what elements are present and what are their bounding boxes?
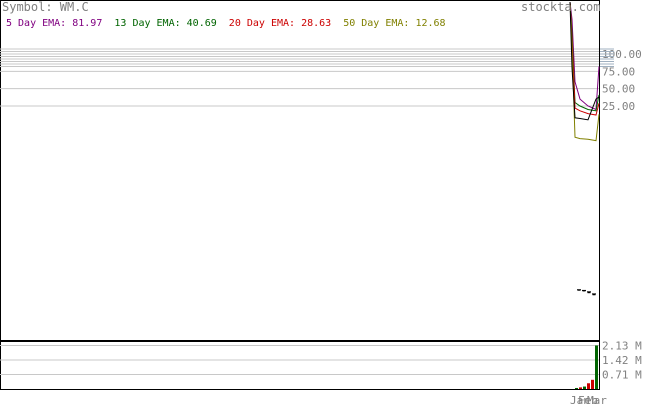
ema-legend: 5 Day EMA: 81.97 13 Day EMA: 40.69 20 Da… [6, 19, 452, 29]
candle-body [592, 293, 596, 296]
volume-tick-label: 0.71 M [602, 368, 642, 381]
x-tick-label: Feb [578, 394, 598, 406]
ema-5: 5 Day EMA: 81.97 [6, 18, 102, 29]
price-panel [0, 0, 600, 341]
volume-tick-label: 1.42 M [602, 354, 642, 367]
volume-bar [595, 345, 598, 389]
ema-20: 20 Day EMA: 28.63 [229, 18, 331, 29]
price-tick-label: 25.00 [602, 100, 635, 113]
ema-13: 13 Day EMA: 40.69 [114, 18, 216, 29]
volume-bar [579, 387, 582, 389]
volume-tick-label: 2.13 M [602, 339, 642, 352]
brand-label: stockta.com [521, 0, 601, 14]
candle-body [582, 290, 586, 292]
ema-50-label: 50 Day EMA: [343, 18, 410, 29]
price-tick-label: 75.00 [602, 65, 635, 78]
ema-13-label: 13 Day EMA: [114, 18, 181, 29]
ema-20-value: 28.63 [301, 18, 332, 29]
symbol-label: Symbol: WM.C [2, 0, 89, 14]
ema-50-value: 12.68 [415, 18, 446, 29]
volume-bar [575, 387, 578, 389]
volume-bar [587, 383, 590, 389]
volume-panel [0, 341, 600, 390]
ema-20-label: 20 Day EMA: [228, 18, 296, 29]
x-tick-label: Jan [570, 394, 590, 406]
ema-50: 50 Day EMA: 12.68 [343, 18, 445, 29]
candle-body [587, 291, 591, 294]
volume-bar [591, 379, 594, 389]
x-tick-label: Mar [587, 394, 607, 406]
ema-5-label: 5 Day EMA: [6, 18, 67, 29]
candle-body [577, 289, 581, 291]
ema-5-value: 81.97 [72, 18, 103, 29]
ema-13-value: 40.69 [186, 18, 217, 29]
close-line [569, 1, 600, 121]
price-tick-label: 50.00 [602, 83, 635, 96]
volume-bar [583, 386, 586, 389]
ema-line [569, 1, 600, 142]
